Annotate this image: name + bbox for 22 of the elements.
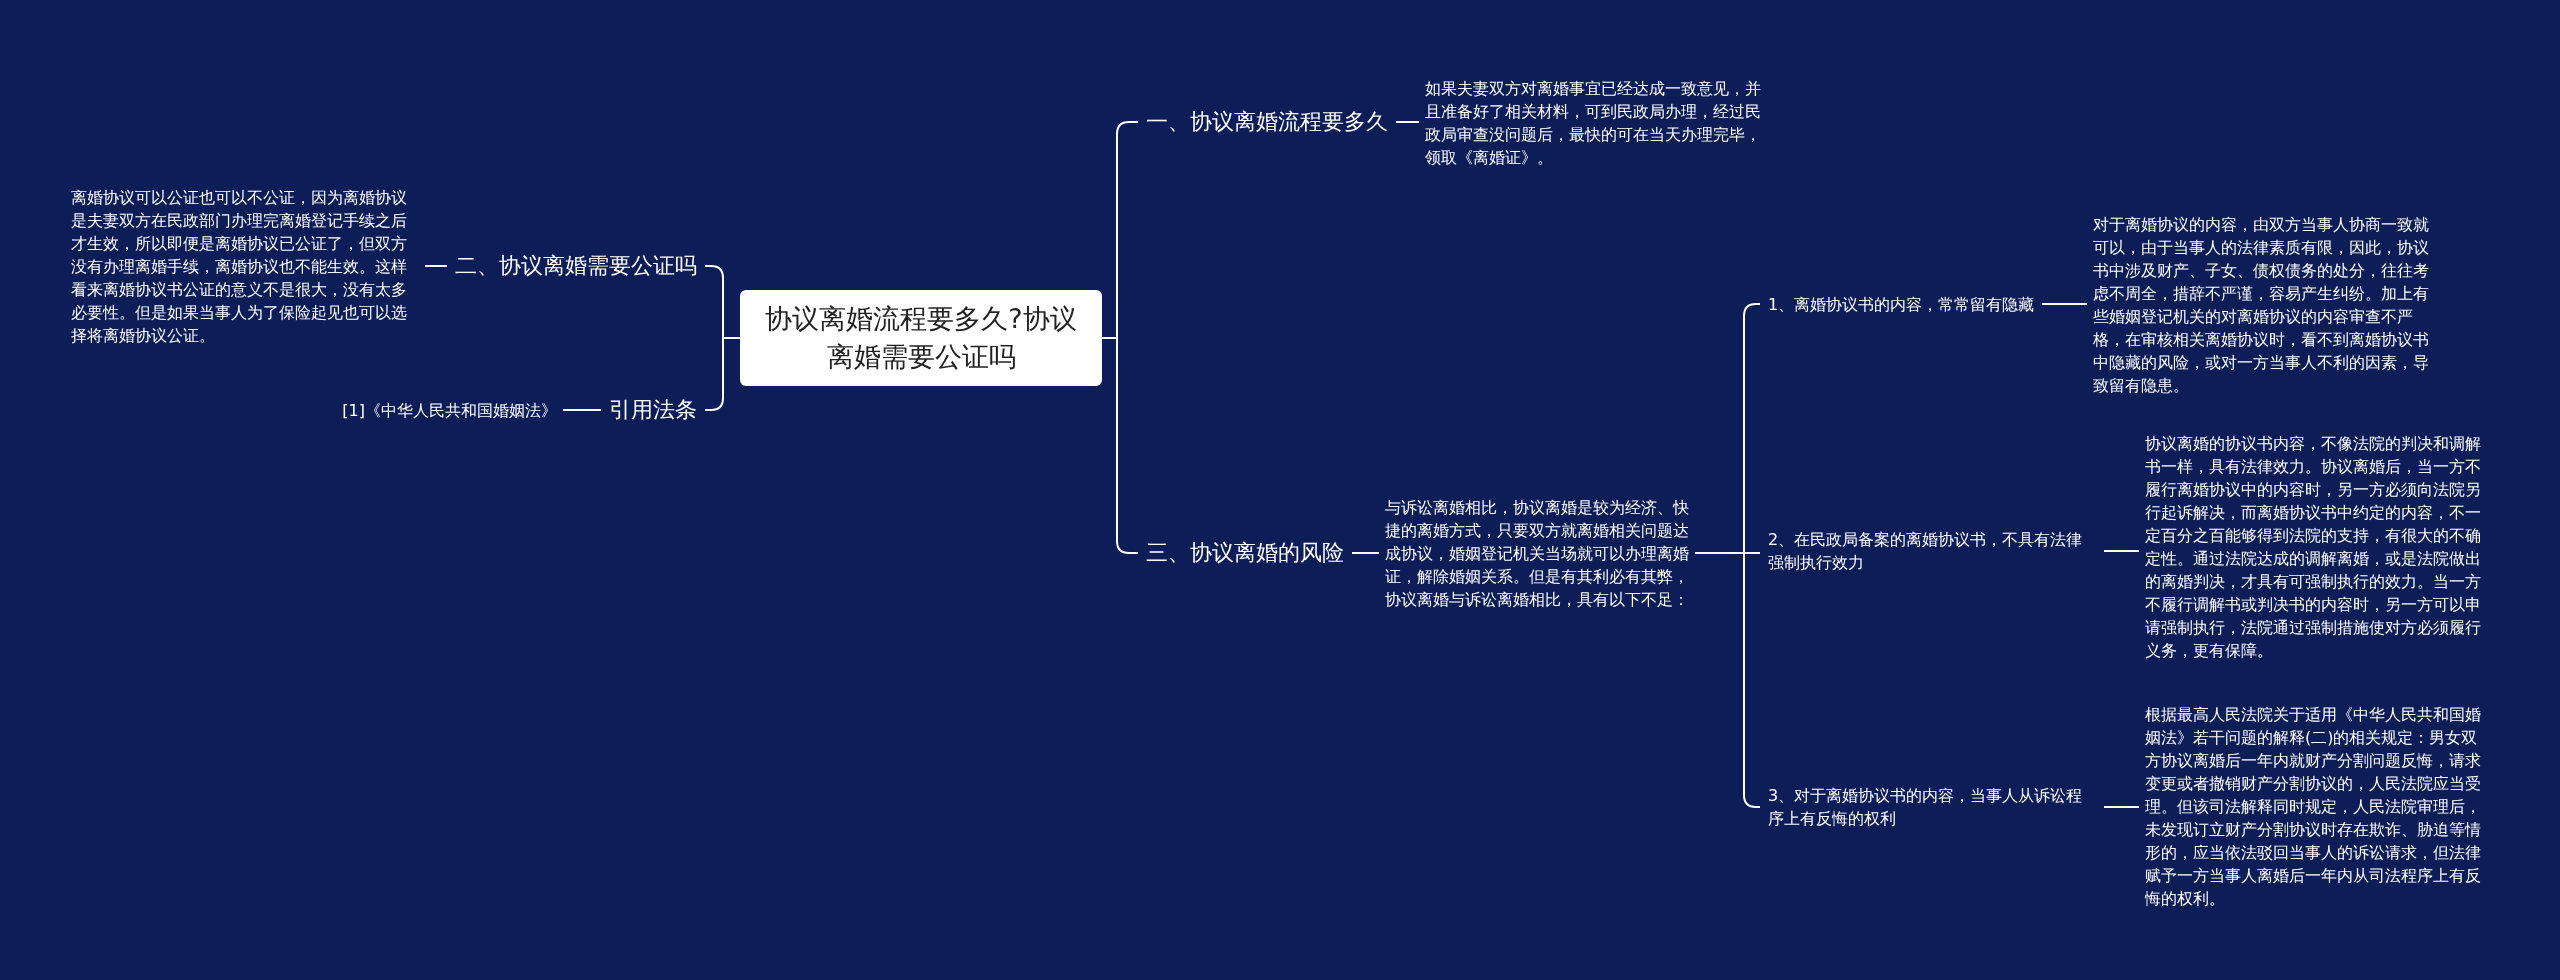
branch-topic: 三、协议离婚的风险 xyxy=(1138,538,1352,568)
note-text: 协议离婚的协议书内容，不像法院的判决和调解书一样，具有法律效力。协议离婚后，当一方不履行离婚协议中的内容时，另一方必须向法院另行起诉解决，而离婚协议书中约定的内容，不一定百分之百能够得到法院的支持，有很大的不确定性。通过法院达成的调解离婚，或是法院做出的离婚判决，才具有可强制执行的效力。当一方不履行调解书或判决书的内容时，另一方可以申请强制执行，法院通过强制措施使对方必须履行义务，更有保障。 xyxy=(2139,432,2495,662)
connector-line xyxy=(1395,121,1420,123)
central-topic-box: 协议离婚流程要多久?协议离婚需要公证吗 xyxy=(740,290,1102,386)
connector-line xyxy=(562,409,602,411)
sub-topic: 1、离婚协议书的内容，常常留有隐藏 xyxy=(1760,292,2043,316)
branch-topic: 二、协议离婚需要公证吗 xyxy=(447,251,705,281)
connector-line xyxy=(2041,303,2088,305)
sub-topic: 3、对于离婚协议书的内容，当事人从诉讼程序上有反悔的权利 xyxy=(1760,784,2104,830)
connector-line xyxy=(2103,550,2140,552)
branch-topic: 一、协议离婚流程要多久 xyxy=(1138,107,1396,137)
branch-topic: 引用法条 xyxy=(601,395,705,425)
note-text: [1]《中华人民共和国婚姻法》 xyxy=(336,398,563,422)
note-text: 对于离婚协议的内容，由双方当事人协商一致就可以，由于当事人的法律素质有限，因此，协议书中涉及财产、子女、债权债务的处分，往往考虑不周全，措辞不严谨，容易产生纠纷。加上有些婚姻登记机关的对离婚协议的内容审查不严格，在审核相关离婚协议时，看不到离婚协议书中隐藏的风险，或对一方当事人不利的因素，导致留有隐患。 xyxy=(2087,213,2441,397)
note-text: 根据最高人民法院关于适用《中华人民共和国婚姻法》若干问题的解释(二)的相关规定：男女双方协议离婚后一年内就财产分割问题反悔，请求变更或者撤销财产分割协议的，人民法院应当受理。但该司法解释同时规定，人民法院审理后，未发现订立财产分割协议时存在欺诈、胁迫等情形的，应当依法驳回当事人的诉讼请求，但法律赋予一方当事人离婚后一年内从司法程序上有反悔的权利。 xyxy=(2139,702,2495,910)
sub-topic: 2、在民政局备案的离婚协议书，不具有法律强制执行效力 xyxy=(1760,528,2104,574)
note-text: 离婚协议可以公证也可以不公证，因为离婚协议是夫妻双方在民政部门办理完离婚登记手续之后才生效，所以即便是离婚协议已公证了，但双方没有办理离婚手续，离婚协议也不能生效。这样看来离婚协议书公证的意义不是很大，没有太多必要性。但是如果当事人为了保险起见也可以选择将离婚协议公证。 xyxy=(65,185,425,347)
connector-line xyxy=(2103,806,2140,808)
note-text: 如果夫妻双方对离婚事宜已经达成一致意见，并且准备好了相关材料，可到民政局办理，经过民政局审查没问题后，最快的可在当天办理完毕，领取《离婚证》。 xyxy=(1419,77,1773,169)
connector-line xyxy=(424,265,448,267)
note-text: 与诉讼离婚相比，协议离婚是较为经济、快捷的离婚方式，只要双方就离婚相关问题达成协议，婚姻登记机关当场就可以办理离婚证，解除婚姻关系。但是有其利必有其弊，协议离婚与诉讼离婚相比，具有以下不足： xyxy=(1379,495,1695,611)
connector-line xyxy=(1351,552,1380,554)
